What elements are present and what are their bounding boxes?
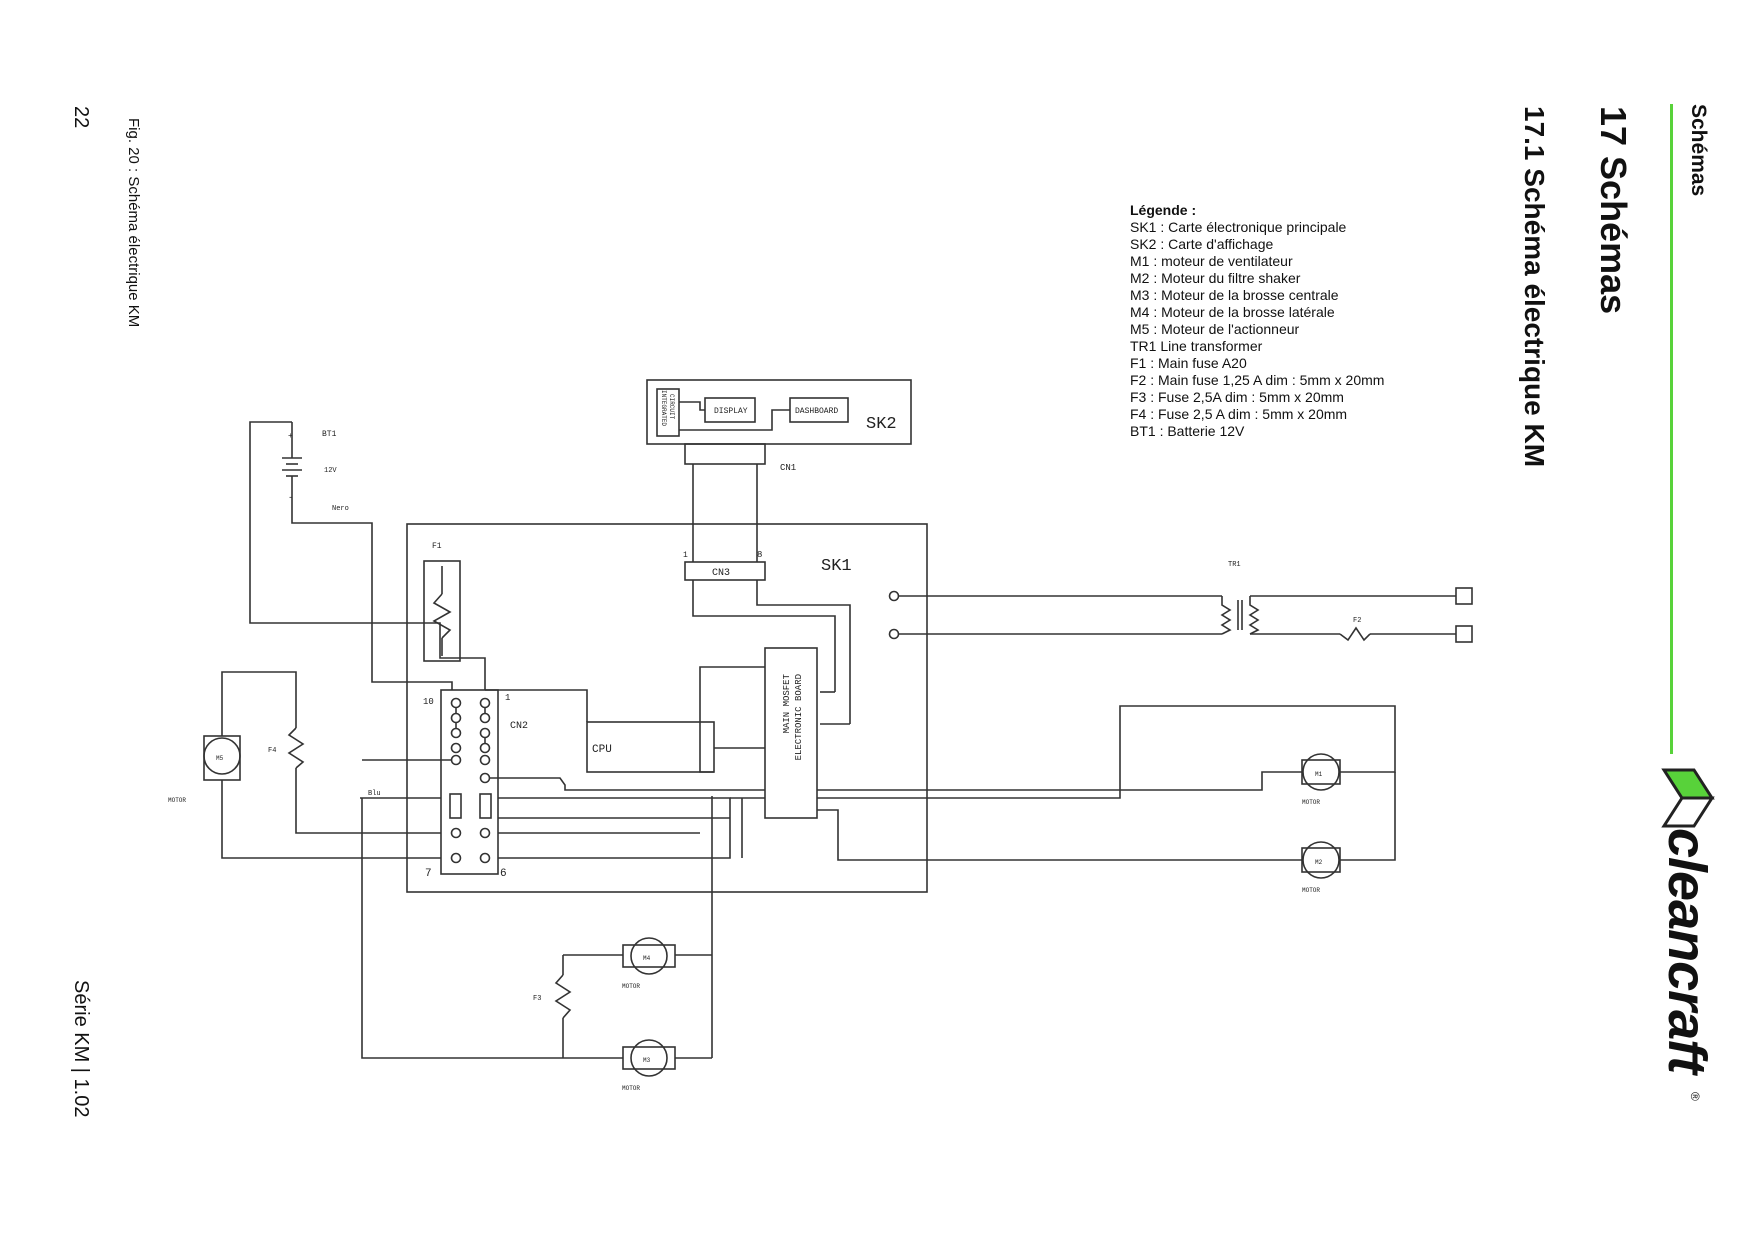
bt1-label: BT1 <box>322 430 337 439</box>
integrated-label: INTEGRATED <box>660 390 667 426</box>
motor-label: MOTOR <box>168 797 186 804</box>
green-divider <box>1670 104 1673 754</box>
cn3-pin8: 8 <box>757 550 762 560</box>
blu-label: Blu <box>368 790 381 798</box>
motor-label: MOTOR <box>622 983 640 990</box>
cn2-pin6: 6 <box>500 868 507 880</box>
mosfet-label-1: MAIN MOSFET <box>782 673 792 733</box>
legend-item: F2 : Main fuse 1,25 A dim : 5mm x 20mm <box>1130 372 1385 388</box>
legend-item: SK2 : Carte d'affichage <box>1130 236 1274 252</box>
m1-label: M1 <box>1315 771 1323 778</box>
legend-title: Légende : <box>1130 202 1197 218</box>
legend-item: BT1 : Batterie 12V <box>1130 423 1245 439</box>
display-label: DISPLAY <box>714 407 748 416</box>
cpu-label: CPU <box>592 744 612 756</box>
legend-item: M3 : Moteur de la brosse centrale <box>1130 287 1339 303</box>
sk2-label: SK2 <box>866 415 897 434</box>
legend-item: M1 : moteur de ventilateur <box>1130 253 1293 269</box>
logo-mark-icon <box>1661 768 1715 828</box>
mosfet-label-2: ELECTRONIC BOARD <box>794 674 804 760</box>
legend-item: M4 : Moteur de la brosse latérale <box>1130 304 1335 320</box>
cn3-label: CN3 <box>712 568 730 579</box>
f4-label: F4 <box>268 747 276 755</box>
legend: Légende : SK1 : Carte électronique princ… <box>1130 202 1384 440</box>
dashboard-label: DASHBOARD <box>795 407 838 416</box>
battery-voltage: 12V <box>324 467 337 475</box>
f1-label: F1 <box>432 542 442 551</box>
battery-plus: + <box>288 432 293 441</box>
legend-item: F3 : Fuse 2,5A dim : 5mm x 20mm <box>1130 389 1344 405</box>
tr1-label: TR1 <box>1228 561 1241 569</box>
f2-label: F2 <box>1353 617 1361 625</box>
cn2-pin10: 10 <box>423 697 434 707</box>
m3-label: M3 <box>643 1057 651 1064</box>
motor-label: MOTOR <box>1302 799 1320 806</box>
nero-label: Nero <box>332 505 349 513</box>
cn3-pin1: 1 <box>683 551 688 560</box>
circuit-label: CIRCUIT <box>668 394 675 420</box>
m2-label: M2 <box>1315 859 1323 866</box>
sk1-label: SK1 <box>821 557 852 576</box>
legend-item: M5 : Moteur de l'actionneur <box>1130 321 1300 337</box>
m5-label: M5 <box>216 755 224 762</box>
f3-label: F3 <box>533 995 541 1003</box>
cn2-label: CN2 <box>510 721 528 732</box>
battery-minus: - <box>288 493 293 503</box>
legend-item: F1 : Main fuse A20 <box>1130 355 1247 371</box>
legend-item: F4 : Fuse 2,5 A dim : 5mm x 20mm <box>1130 406 1348 422</box>
cn2-pin1: 1 <box>505 693 510 703</box>
legend-item: M2 : Moteur du filtre shaker <box>1130 270 1301 286</box>
motor-label: MOTOR <box>622 1085 640 1092</box>
legend-item: SK1 : Carte électronique principale <box>1130 219 1347 235</box>
motor-label: MOTOR <box>1302 887 1320 894</box>
m4-label: M4 <box>643 955 651 962</box>
schematic-labels: SK2 INTEGRATED CIRCUIT DISPLAY DASHBOARD… <box>168 390 1361 1092</box>
wires <box>203 379 1473 1077</box>
cn2-pin7: 7 <box>425 868 432 880</box>
cn1-label: CN1 <box>780 463 796 473</box>
legend-item: TR1 Line transformer <box>1130 338 1263 354</box>
